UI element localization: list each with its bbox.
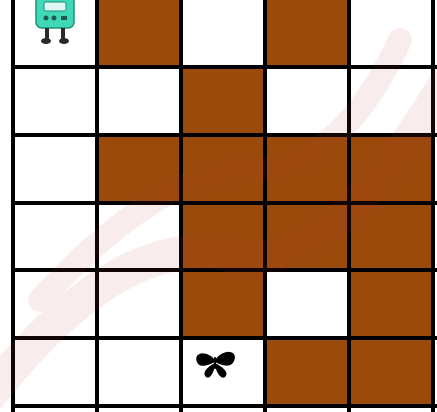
grid-cell-4-2-wall xyxy=(181,270,265,338)
grid-cell-5-3-wall xyxy=(265,338,349,406)
grid-cell-0-2 xyxy=(181,0,265,67)
grid-cell-5-1 xyxy=(97,338,181,406)
grid-cell-4-4-wall xyxy=(349,270,433,338)
grid-cell-1-1 xyxy=(97,67,181,135)
grid-cell-4-3 xyxy=(265,270,349,338)
grid-cell-5-4-wall xyxy=(349,338,433,406)
grid-cell-2-0 xyxy=(13,135,97,203)
grid-cell-0-3-wall xyxy=(265,0,349,67)
grid-cell-1-0 xyxy=(13,67,97,135)
grid-cell-0-1-wall xyxy=(97,0,181,67)
grid-cell-1-2-wall xyxy=(181,67,265,135)
